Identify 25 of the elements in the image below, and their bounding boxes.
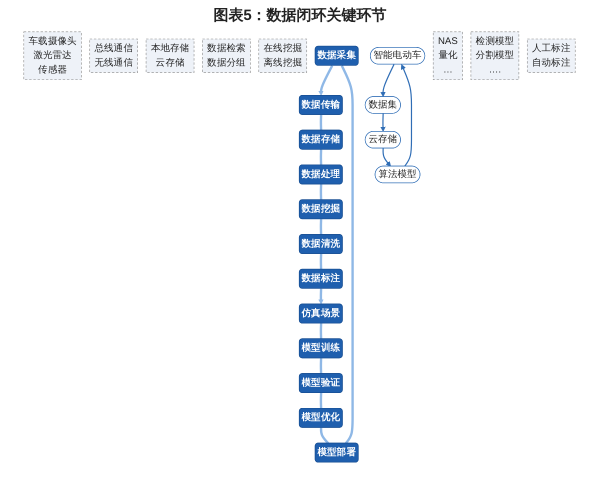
diagram-title: 图表5：数据闭环关键环节: [212, 6, 388, 26]
connector: [320, 114, 323, 130]
arrow: [401, 64, 413, 167]
node-box: 检测模型 分割模型 ….: [471, 32, 520, 80]
connector: [320, 323, 323, 340]
node-box: 数据检索 数据分组: [202, 38, 252, 73]
node-box: 本地存储 云存储: [146, 38, 195, 73]
connector: [320, 254, 323, 270]
arrow: [382, 148, 392, 167]
arrow: [318, 288, 324, 304]
node-box: 车载摄像头 激光雷达 传感器: [24, 32, 82, 80]
node-box: 总线通信 无线通信: [90, 38, 138, 73]
connector: [320, 219, 323, 235]
connector: [320, 184, 323, 200]
node-box: 人工标注 自动标注: [527, 38, 576, 73]
connector: [320, 150, 323, 166]
arrow: [318, 65, 334, 96]
connector: [320, 428, 330, 444]
connector: [320, 358, 323, 374]
node-box: NAS 量化 …: [433, 32, 464, 80]
node-box: 在线挖掘 离线挖掘: [258, 38, 308, 73]
arrow: [380, 114, 386, 132]
connector: [341, 65, 354, 444]
connector: [320, 392, 323, 409]
arrow: [380, 64, 395, 98]
